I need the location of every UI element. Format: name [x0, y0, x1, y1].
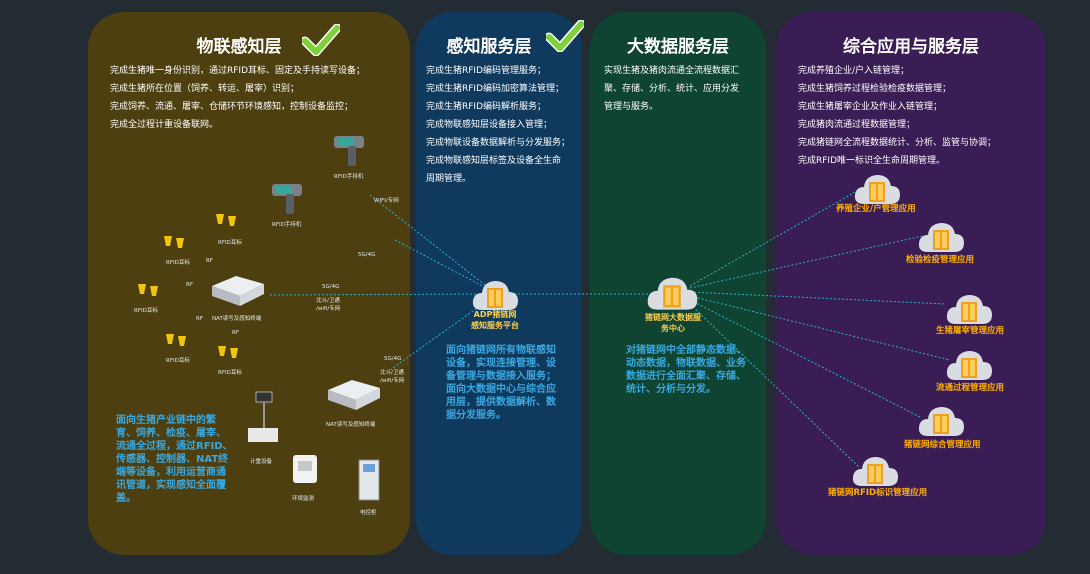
description-line: 完成生猪RFID编码加密算法管理；	[426, 84, 565, 94]
nat-terminal-icon	[212, 276, 264, 306]
description-line: 完成饲养、流通、屠宰、仓储环节环境感知，控制设备监控；	[110, 102, 354, 112]
application-description: 完成养殖企业/户入链管理； 完成生猪饲养过程检验检疫数据管理； 完成生猪屠宰企业…	[798, 62, 1043, 170]
rf-label: RF	[186, 282, 193, 288]
bigdata-summary: 对猪链网中全部静态数据、动态数据，物联数据、业务数据进行全面汇聚、存储、统计、分…	[626, 345, 746, 395]
app-label-rfid: 猪链网RFID标识管理应用	[828, 488, 928, 498]
description-line: 聚、存储、分析、统计、应用分发	[604, 84, 740, 94]
bigdata-description: 实现生猪及猪肉流通全流程数据汇 聚、存储、分析、统计、应用分发 管理与服务。	[604, 62, 764, 116]
environment-monitor-label: 环境监测	[292, 496, 315, 502]
app-label-quarantine: 检验检疫管理应用	[906, 255, 975, 265]
network-label: 5G/4G	[384, 356, 402, 362]
rfid-handheld-label: RFID手持机	[272, 222, 302, 228]
perception-layer-title: 物联感知层	[196, 37, 282, 57]
sensing-summary: 面向猪链网所有物联感知设备，实现连接管理、设备管理与数据接入服务；面向大数据中心…	[446, 345, 556, 421]
description-line: 实现生猪及猪肉流通全流程数据汇	[604, 66, 740, 76]
network-label: 北斗/卫通	[380, 370, 404, 376]
network-label: 5G/4G	[358, 252, 376, 258]
application-layer-panel: 综合应用与服务层	[776, 12, 1046, 555]
hub-label-line: 务中心	[661, 324, 685, 333]
ear-tag-label: RFID耳标	[134, 308, 158, 314]
ear-tag-icon	[138, 284, 158, 296]
ear-tag-label: RFID耳标	[166, 358, 190, 364]
checkmark-icon	[302, 24, 340, 56]
ear-tag-icon	[216, 214, 236, 226]
nat-terminal-label: NAT读写及感知终端	[326, 422, 376, 428]
rfid-handheld-label: RFID手持机	[334, 174, 364, 180]
hub-label-line: 感知服务平台	[471, 321, 519, 330]
description-line: 完成RFID唯一标识全生命周期管理。	[798, 156, 946, 166]
app-label-integrated: 猪链网综合管理应用	[904, 440, 981, 450]
description-line: 完成生猪屠宰企业及作业入链管理；	[798, 102, 943, 112]
app-label-circulation: 流通过程管理应用	[936, 383, 1005, 393]
bigdata-hub-label: 猪链网大数据服 务中心	[618, 312, 728, 334]
ear-tag-label: RFID耳标	[166, 260, 190, 266]
description-line: 完成生猪饲养过程检验检疫数据管理；	[798, 84, 952, 94]
ear-tag-label: RFID耳标	[218, 370, 242, 376]
hub-label-line: ADP猪链网	[473, 310, 517, 319]
nat-terminal-icon	[328, 380, 380, 410]
description-line: 管理与服务。	[604, 102, 659, 112]
wifi-label: WIFI/专网	[374, 198, 399, 204]
ear-tag-icon	[218, 346, 238, 358]
hub-label-line: 猪链网大数据服	[645, 313, 701, 322]
rfid-handheld-icon	[272, 184, 302, 214]
control-cabinet-label: 电控柜	[360, 510, 377, 516]
description-line: 完成生猪RFID编码管理服务；	[426, 66, 547, 76]
perception-layer-description: 完成生猪唯一身份识别，通过RFID耳标、固定及手持读写设备； 完成生猪所在位置（…	[110, 62, 410, 134]
rfid-handheld-icon	[334, 136, 364, 166]
environment-monitor-icon	[293, 455, 317, 483]
network-label: /wifi/专网	[380, 378, 405, 384]
description-line: 完成全过程计重设备联网。	[110, 120, 219, 130]
description-line: 完成生猪RFID编码解析服务；	[426, 102, 547, 112]
bigdata-layer-title: 大数据服务层	[627, 37, 729, 57]
description-line: 完成物联感知层设备接入管理；	[426, 120, 553, 130]
app-label-farm: 养殖企业/户管理应用	[836, 204, 916, 214]
ear-tag-label: RFID耳标	[218, 240, 242, 246]
network-label: 北斗/卫通	[316, 298, 340, 304]
adp-hub-label: ADP猪链网 感知服务平台	[440, 309, 550, 331]
sensing-service-layer-title: 感知服务层	[446, 37, 532, 57]
description-line: 完成养殖企业/户入链管理；	[798, 66, 910, 76]
rf-label: RF	[206, 258, 213, 264]
rf-label: RF	[196, 316, 203, 322]
app-label-slaughter: 生猪屠宰管理应用	[936, 326, 1005, 336]
description-line: 完成猪链网全流程数据统计、分析、监管与协调；	[798, 138, 997, 148]
control-cabinet-icon	[358, 459, 380, 501]
scale-label: 计重设备	[250, 459, 273, 465]
network-label: /wifi/专网	[316, 306, 341, 312]
perception-summary: 面向生猪产业链中的繁育、饲养、检疫、屠宰、流通全过程，通过RFID、传感器、控制…	[116, 415, 233, 504]
application-layer-title: 综合应用与服务层	[843, 37, 979, 57]
rf-label: RF	[232, 330, 239, 336]
ear-tag-icon	[166, 334, 186, 346]
nat-terminal-label: NAT读写及感知终端	[212, 316, 262, 322]
description-line: 完成物联设备数据解析与分发服务；	[426, 138, 571, 148]
description-line: 完成生猪唯一身份识别，通过RFID耳标、固定及手持读写设备；	[110, 66, 366, 76]
checkmark-icon	[546, 20, 584, 52]
description-line: 完成猪肉流通过程数据管理；	[798, 120, 916, 130]
description-line: 完成生猪所在位置（饲养、转运、屠宰）识别；	[110, 84, 300, 94]
weighing-scale-icon	[248, 391, 278, 442]
ear-tag-icon	[164, 236, 184, 248]
network-label: 5G/4G	[322, 284, 340, 290]
description-line: 周期管理。	[426, 174, 472, 184]
sensing-service-description: 完成生猪RFID编码管理服务； 完成生猪RFID编码加密算法管理； 完成生猪RF…	[426, 62, 586, 188]
description-line: 完成物联感知层标签及设备全生命	[426, 156, 562, 166]
